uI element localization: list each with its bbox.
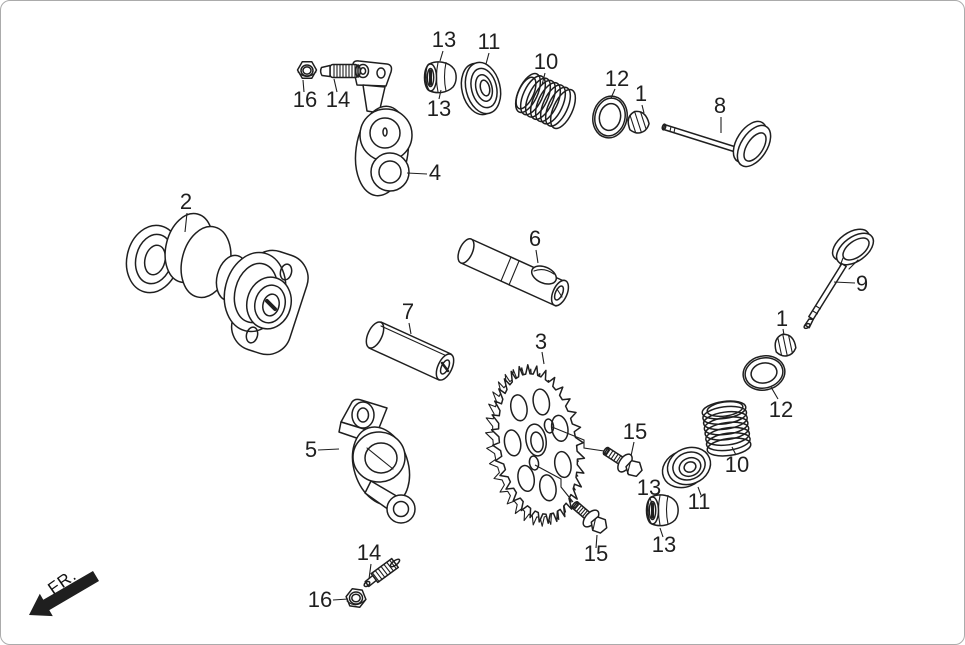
leader-line-4 xyxy=(406,172,428,175)
part-label-14-a: 14 xyxy=(326,87,350,112)
part-rocker-shaft-plain xyxy=(365,321,455,381)
part-rocker-arm-upper xyxy=(352,60,413,197)
leader-line-1-b xyxy=(782,328,785,336)
leader-line-1-a xyxy=(641,104,645,114)
part-label-13-c: 13 xyxy=(637,475,661,500)
leader-line-14-a xyxy=(333,78,338,93)
leader-line-11-b xyxy=(697,486,702,496)
leader-line-12-a xyxy=(610,88,616,99)
part-valve-cotter-top xyxy=(423,61,457,94)
part-label-11-b: 11 xyxy=(688,489,711,514)
part-valve-spring-top xyxy=(514,72,577,130)
part-cam-sprocket xyxy=(485,364,586,527)
leader-line-15-b xyxy=(595,534,598,549)
part-rocker-arm-lower xyxy=(338,398,416,524)
part-label-4: 4 xyxy=(429,160,441,185)
part-adjuster-screw-top xyxy=(319,63,361,79)
leader-line-7 xyxy=(408,322,412,335)
leader-line-14-b xyxy=(368,563,372,580)
part-label-13-a: 13 xyxy=(432,27,456,52)
leader-line-13-a xyxy=(439,50,444,62)
part-lock-nut-bottom xyxy=(345,587,367,609)
leader-line-2 xyxy=(184,212,188,233)
leader-line-5 xyxy=(317,448,340,451)
part-label-7: 7 xyxy=(402,299,414,324)
part-valve-stem-seal-right xyxy=(774,333,797,357)
part-sprocket-bolt-lower xyxy=(571,501,608,534)
part-lock-nut-top xyxy=(296,61,318,79)
part-label-3: 3 xyxy=(535,329,547,354)
leader-line-6 xyxy=(535,249,539,264)
part-label-16-a: 16 xyxy=(293,87,317,112)
part-sprocket-bolt-upper xyxy=(602,446,643,478)
leader-line-13-b xyxy=(438,89,442,100)
part-label-10-a: 10 xyxy=(534,49,558,74)
assembly-leader-lines xyxy=(534,426,605,503)
leader-line-3 xyxy=(541,351,545,365)
leader-line-13-d xyxy=(659,527,664,538)
part-label-1-b: 1 xyxy=(776,306,788,331)
part-label-15-b: 15 xyxy=(584,541,608,566)
part-spring-retainer-right xyxy=(661,446,712,489)
sprocket-lightening-holes xyxy=(503,388,572,502)
part-rocker-shaft-notched xyxy=(457,238,570,307)
leader-line-11-a xyxy=(485,52,490,65)
fr-direction-arrow-icon xyxy=(29,571,99,617)
leader-line-12-b xyxy=(770,386,779,400)
part-label-5: 5 xyxy=(305,437,317,462)
part-valve-right xyxy=(803,228,875,330)
part-valve-spring-right xyxy=(701,400,752,457)
leader-line-15-a xyxy=(630,441,635,457)
part-valve-upper xyxy=(661,120,772,168)
part-label-8: 8 xyxy=(714,93,726,118)
part-label-10-b: 10 xyxy=(725,452,749,477)
leader-line-13-c xyxy=(649,497,654,508)
leader-line-10-a xyxy=(541,72,546,86)
leader-line-16-a xyxy=(302,79,305,93)
bolt-position-leader-2 xyxy=(534,464,574,503)
leader-line-16-b xyxy=(332,598,349,601)
leader-line-10-b xyxy=(731,446,737,456)
part-valve-stem-seal-top xyxy=(627,110,650,134)
part-label-12-b: 12 xyxy=(769,397,793,422)
bolt-position-leader-1 xyxy=(551,426,605,452)
part-spring-seat-right xyxy=(742,355,786,391)
part-label-11-a: 11 xyxy=(478,29,501,54)
part-spring-retainer-top xyxy=(460,61,502,116)
part-label-16-b: 16 xyxy=(308,587,332,612)
part-label-9: 9 xyxy=(856,271,868,296)
part-label-13-b: 13 xyxy=(427,96,451,121)
part-label-1-a: 1 xyxy=(635,81,647,106)
front-direction-indicator: FR. xyxy=(29,565,99,617)
part-camshaft xyxy=(125,212,309,356)
leader-line-9 xyxy=(833,281,856,284)
part-label-14-b: 14 xyxy=(357,540,381,565)
part-label-12-a: 12 xyxy=(605,66,629,91)
part-adjuster-screw-bottom xyxy=(363,557,401,588)
part-label-13-d: 13 xyxy=(652,532,676,557)
part-spring-seat-top xyxy=(592,95,628,139)
part-label-15-a: 15 xyxy=(623,419,647,444)
part-label-6: 6 xyxy=(529,226,541,251)
part-label-2: 2 xyxy=(180,189,192,214)
